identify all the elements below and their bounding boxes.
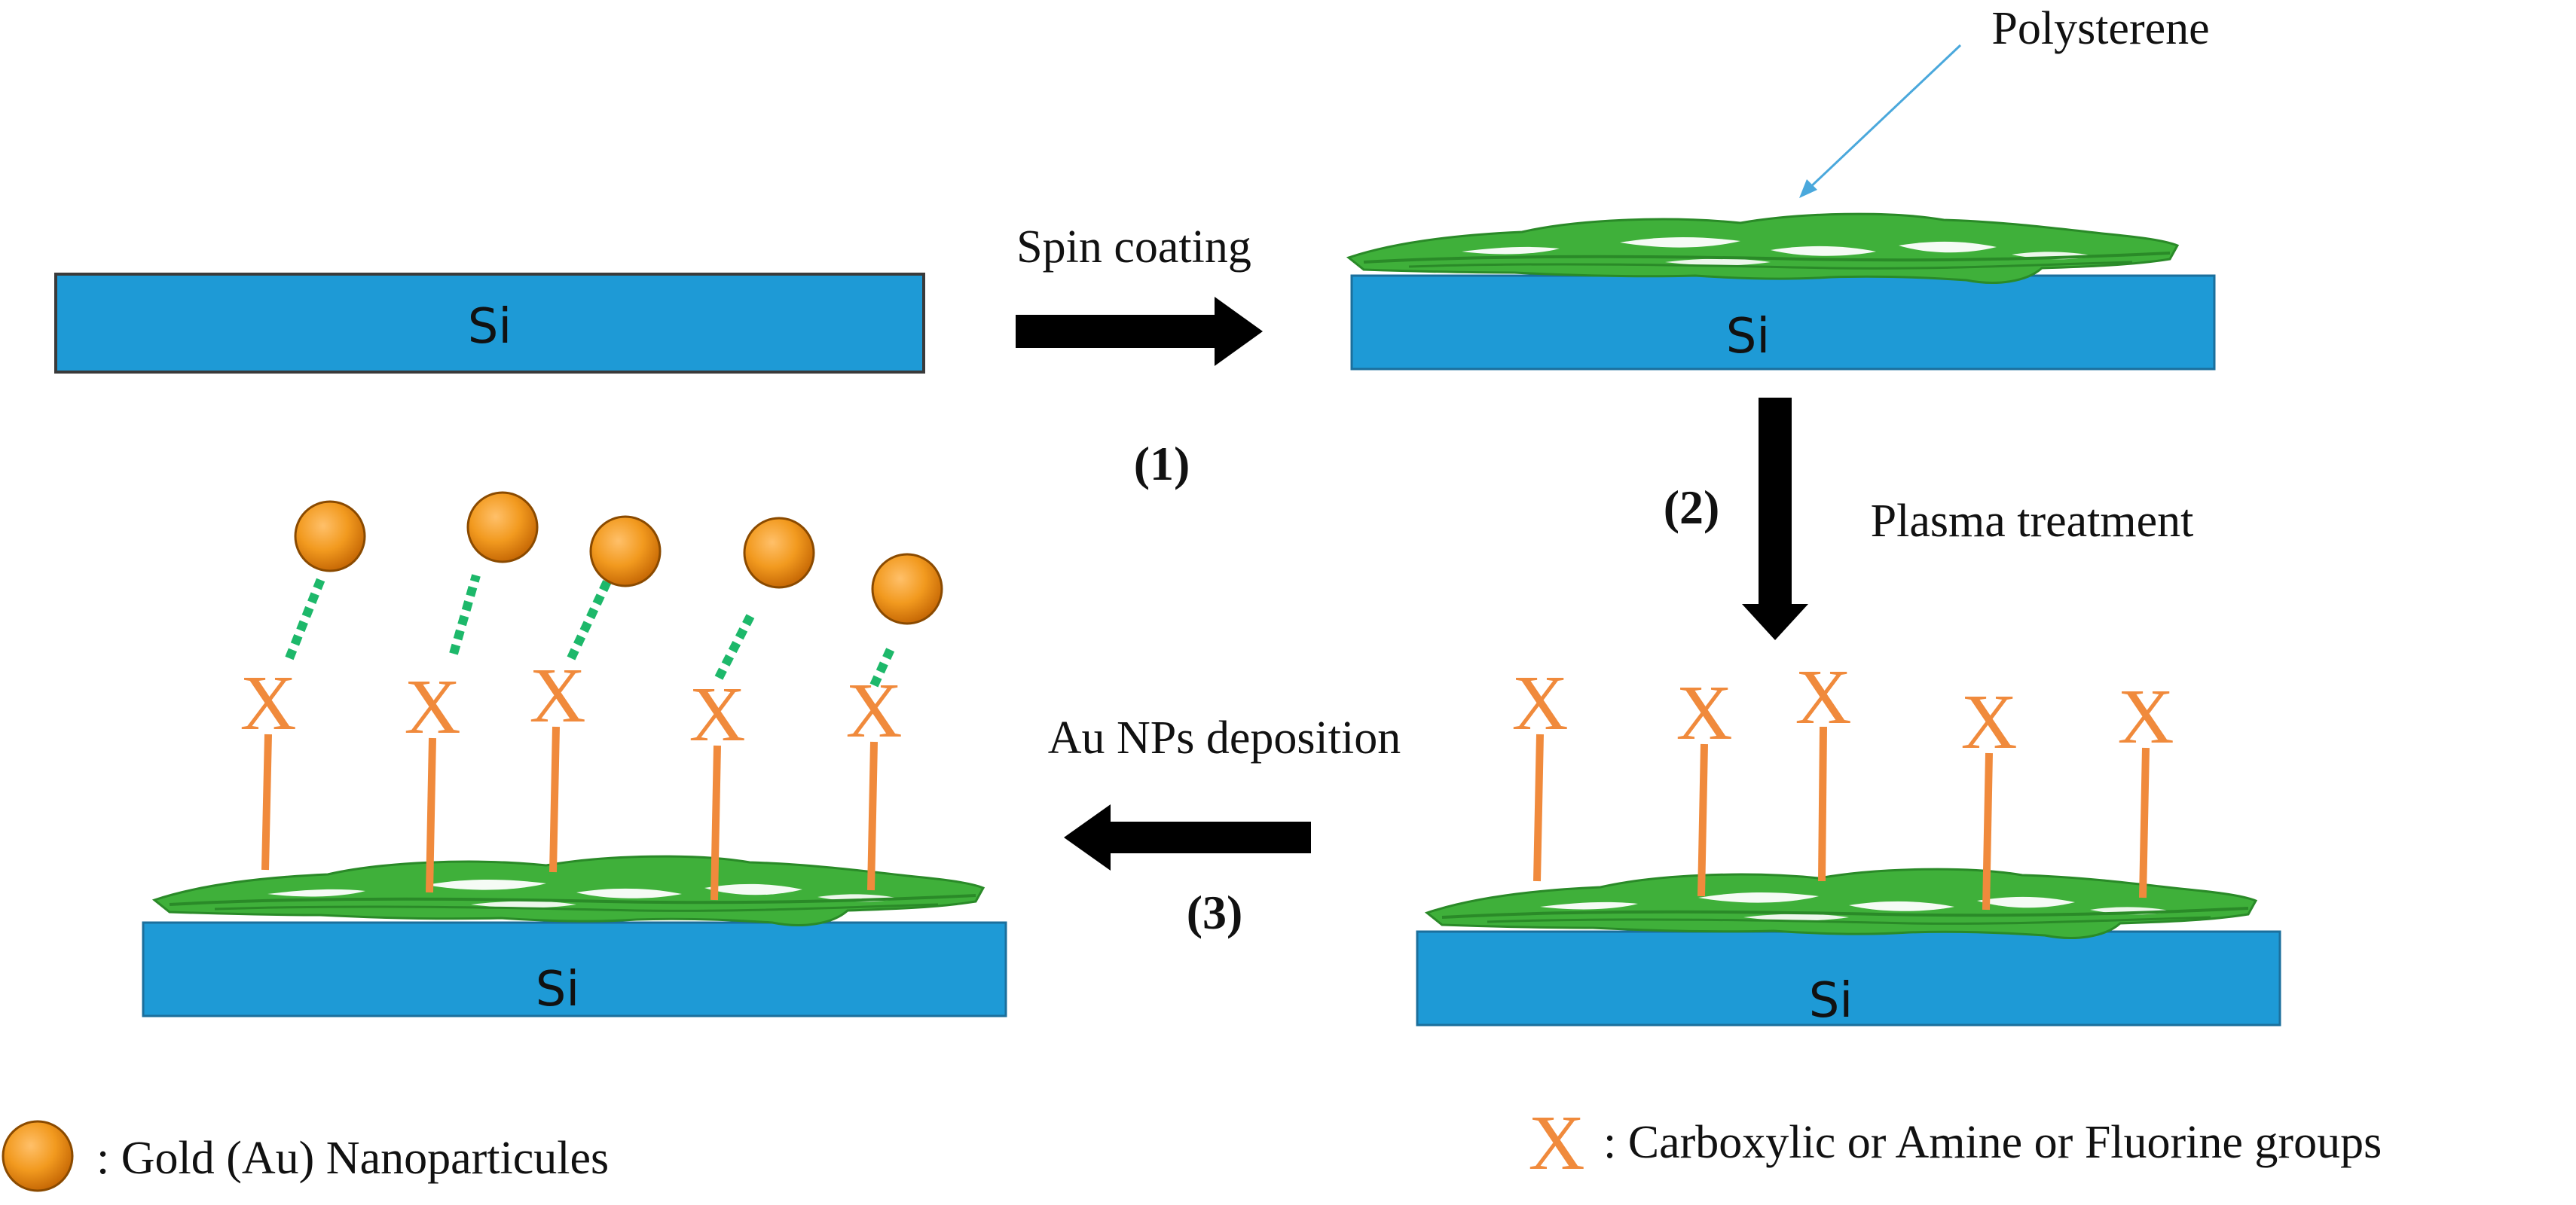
si-label: Si (1726, 309, 1770, 365)
nanoparticle-bond (449, 574, 481, 655)
linker-chain (1697, 743, 1708, 897)
legend-functional-group-icon: X (1528, 1100, 1584, 1186)
linker-chain (867, 741, 878, 891)
gold-nanoparticle (294, 500, 366, 572)
linker-chain (710, 745, 721, 901)
polystyrene-pointer (1799, 44, 1962, 198)
functional-group-x: X (240, 660, 296, 746)
gold-nanoparticle (466, 491, 539, 563)
step-3-label: Au NPs deposition (1048, 712, 1401, 764)
si-substrate-panel-3: Si (1416, 930, 2281, 1029)
step-1-arrow (1016, 297, 1263, 366)
step-2-label: Plasma treatment (1871, 496, 2194, 547)
legend: : Gold (Au) Nanoparticules X : Carboxyli… (2, 1100, 2382, 1192)
linker-chain (1818, 726, 1827, 882)
linker-chain (1982, 752, 1993, 911)
linker-chain (261, 734, 272, 871)
functional-group-x: X (689, 671, 745, 758)
step-3-number: (3) (1187, 886, 1243, 939)
nanoparticle-bond (714, 614, 755, 680)
polystyrene-film (1426, 868, 2257, 940)
legend-functional-group-label: : Carboxylic or Amine or Fluorine groups (1603, 1117, 2382, 1168)
legend-nanoparticle-label: : Gold (Au) Nanoparticules (96, 1133, 609, 1184)
legend-gold-nanoparticle-icon (2, 1120, 74, 1192)
polystyrene-label: Polysterene (1991, 3, 2209, 54)
linker-chain (549, 726, 560, 873)
functional-group-x: X (404, 664, 460, 750)
step-2-arrow (1742, 398, 1808, 640)
step-1-label: Spin coating (1016, 221, 1251, 273)
polystyrene-film (153, 855, 985, 927)
si-substrate-panel-2: Si (1350, 274, 2216, 371)
functional-group-linkers-panel-4: X X X X X (240, 652, 903, 901)
step-1-number: (1) (1134, 437, 1190, 490)
functional-group-x: X (1960, 679, 2017, 765)
functional-group-x: X (1511, 660, 1568, 746)
gold-nanoparticle (589, 515, 662, 587)
nanoparticle-bond (567, 579, 612, 660)
nanoparticle-bonds (285, 573, 895, 688)
functional-group-x: X (529, 652, 585, 739)
gold-nanoparticle (743, 517, 815, 589)
linker-chain (426, 737, 436, 893)
functional-group-x: X (1795, 654, 1851, 740)
nanoparticle-bond (869, 647, 895, 688)
gold-nanoparticles (294, 491, 943, 625)
functional-group-x: X (2117, 673, 2174, 760)
linker-chain (1533, 734, 1544, 882)
si-substrate-panel-1: Si (54, 273, 925, 374)
gold-nanoparticle (871, 553, 943, 625)
functional-group-x: X (1676, 670, 1732, 756)
step-2-number: (2) (1664, 480, 1720, 534)
step-3-arrow (1064, 804, 1311, 871)
linker-chain (2139, 747, 2150, 898)
polystyrene-film (1347, 212, 2179, 285)
si-label: Si (536, 962, 579, 1017)
si-label: Si (468, 299, 512, 355)
si-substrate-panel-4: Si (142, 921, 1007, 1017)
si-label: Si (1809, 973, 1853, 1029)
functional-group-linkers-panel-3: X X X X X (1511, 654, 2174, 911)
nanoparticle-bond (285, 573, 327, 660)
